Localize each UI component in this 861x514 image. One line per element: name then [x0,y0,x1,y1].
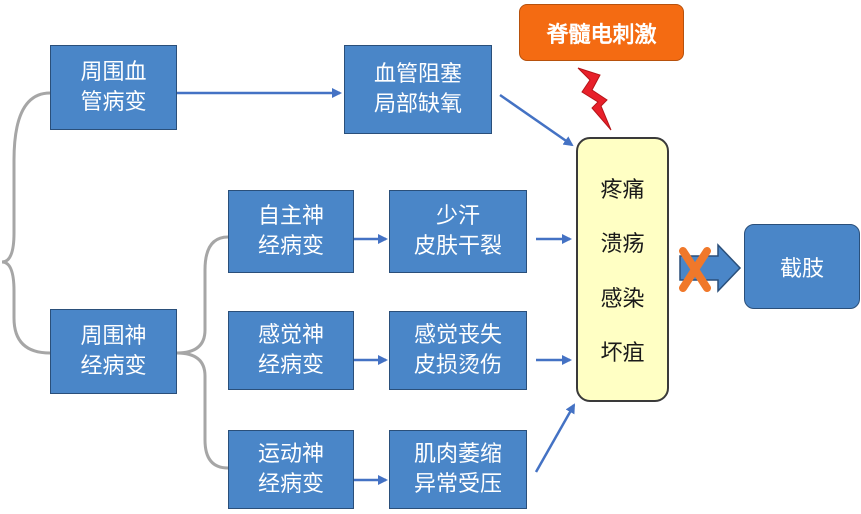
vascular-disease-line2: 管病变 [80,89,147,115]
motor-neuropathy-line2: 经病变 [257,471,324,497]
left-bracket [1,91,51,355]
dry-skin-box: 少汗 皮肤干裂 [389,190,527,273]
muscle-atrophy-line1: 肌肉萎缩 [413,441,502,467]
sensory-neuropathy-line1: 感觉神 [257,322,324,348]
sensory-loss-line1: 感觉丧失 [413,322,502,348]
dry-skin-line2: 皮肤干裂 [413,233,502,259]
ischemia-line1: 血管阻塞 [373,61,462,87]
arrow-muscle-result [534,403,576,473]
ischemia-box: 血管阻塞 局部缺氧 [344,45,492,134]
motor-neuropathy-line1: 运动神 [257,441,324,467]
outcome-ulcer: 溃疡 [600,232,645,258]
autonomic-neuropathy-line1: 自主神 [257,203,324,229]
peripheral-neuropathy-line1: 周围神 [80,323,147,349]
amputation-box: 截肢 [744,224,860,309]
ischemia-line2: 局部缺氧 [373,91,462,117]
outcome-pain: 疼痛 [600,178,645,204]
outcomes-box: 疼痛 溃疡 感染 坏疽 [576,137,669,402]
peripheral-neuropathy-box: 周围神 经病变 [50,309,177,394]
autonomic-neuropathy-box: 自主神 经病变 [228,190,354,273]
vascular-disease-box: 周围血 管病变 [50,45,177,130]
peripheral-neuropathy-line2: 经病变 [80,353,147,379]
sensory-loss-box: 感觉丧失 皮损烫伤 [389,311,527,390]
lightning-icon [577,67,612,131]
sensory-neuropathy-line2: 经病变 [257,352,324,378]
muscle-atrophy-line2: 异常受压 [413,471,502,497]
autonomic-neuropathy-line2: 经病变 [257,233,324,259]
sensory-neuropathy-box: 感觉神 经病变 [228,311,354,390]
sensory-loss-line2: 皮损烫伤 [413,352,502,378]
cross-icon [679,247,711,292]
vascular-disease-line1: 周围血 [80,59,147,85]
spinal-cord-stimulation-box: 脊髓电刺激 [519,4,684,61]
dry-skin-line1: 少汗 [435,203,480,229]
outcome-infection: 感染 [600,286,645,312]
motor-neuropathy-box: 运动神 经病变 [228,430,354,509]
arrow-ischemia-result [499,93,574,147]
neuropathy-bracket [176,235,229,470]
muscle-atrophy-box: 肌肉萎缩 异常受压 [389,430,527,509]
outcome-gangrene: 坏疽 [600,340,645,366]
